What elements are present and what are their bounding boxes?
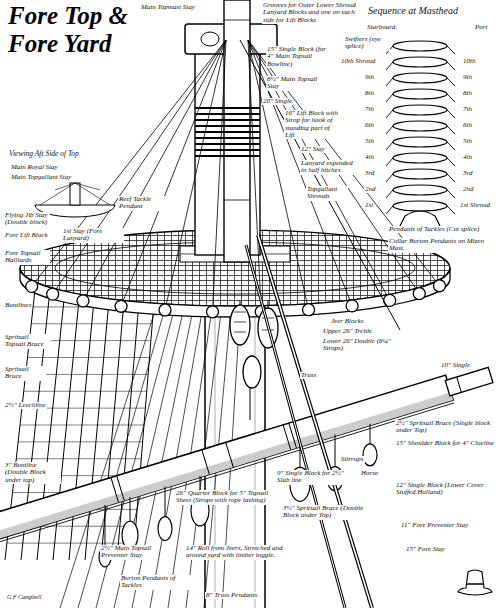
part-label: 1st Stay (Fore Lanyard) [62, 228, 124, 243]
shroud-number: 3rd [364, 170, 375, 177]
part-label: 15″ Single Block (for 4″ Main Topsail Bo… [266, 46, 332, 68]
shroud-number: 7th [364, 106, 375, 113]
shroud-number: 9th [462, 74, 473, 81]
part-label: 2½″ Leechline [4, 402, 47, 409]
part-label: 26″ Quarter Block for 5″ Topsail Sheet (… [175, 490, 272, 505]
shroud-number: 9th [364, 74, 375, 81]
part-label: Lower 26″ Double (8¼″ Strops) [322, 338, 406, 353]
part-label: 15″ Shoulder Block for 4″ Clueline [395, 440, 497, 447]
masthead-sequence [386, 41, 455, 226]
part-label: 3½″ Spritsail Brace (Double Block under … [282, 505, 372, 520]
masthead [185, 0, 277, 262]
fore-yard [0, 363, 495, 544]
side-label: Port [474, 24, 488, 31]
part-label: Pendants of Tackles (Cut splice) [388, 226, 492, 233]
part-label: Fore Lift Block [4, 232, 49, 239]
shroud-number: 7th [462, 106, 473, 113]
deadeyes [26, 40, 446, 318]
shroud-number: 8th [462, 90, 473, 97]
part-label: 3″ Buntline (Double Block under top) [4, 462, 61, 484]
part-label: 12″ Single Block (Lower Cover Stuffed Ho… [395, 482, 497, 497]
part-label: 11″ Fore Preventer Stay [400, 522, 494, 529]
part-label: Main Topmast Stay [140, 4, 196, 11]
shroud-number: 1st Shroud [459, 202, 497, 209]
part-label: Truss [300, 372, 317, 379]
part-label: 15″ Fore Stay [405, 546, 446, 553]
jeer-blocks [230, 300, 278, 420]
part-label: Stirrups [340, 456, 365, 463]
shroud-number: 4th [462, 154, 473, 161]
part-label: Buntlines [4, 302, 32, 309]
fore-stays [240, 40, 400, 608]
signature: G F Campbell [6, 594, 42, 600]
shroud-number: 2nd [364, 186, 377, 193]
shroud-number: 8th [364, 90, 375, 97]
part-label: Spritsail Brace [4, 366, 46, 381]
part-label: Horse [360, 470, 379, 477]
part-label: 9″ Single Block for 2½″ Slab line [276, 470, 358, 485]
part-label: Spritsail Topsail Brace [4, 334, 51, 349]
part-label: Main Topgallant Stay [10, 174, 72, 181]
part-label: Flying Jib Stay (Double block) [4, 212, 50, 227]
part-label: Collar Burton Pendants on Mizen Mast. [388, 238, 492, 253]
shroud-number: 6th [364, 122, 375, 129]
shroud-number: 4th [364, 154, 375, 161]
heading-label: Viewing Aft Side of Top [8, 150, 125, 158]
yard-blocks [99, 424, 377, 567]
part-label: 2½″ Main Topsail Preventer Stay [100, 545, 157, 560]
part-label: Fore Topsail Halliards [4, 250, 50, 265]
shroud-number: 10th Shroud [340, 58, 376, 65]
shroud-number: 2nd [462, 186, 475, 193]
part-label: Main Royal Stay [10, 164, 59, 171]
shroud-number: 5th [364, 138, 375, 145]
title: Fore Top & Fore Yard [8, 2, 143, 57]
side-label: Starboard. [366, 24, 398, 31]
shroud-number: 6th [462, 122, 473, 129]
part-label: Reef Tackle Pendant [118, 196, 170, 211]
part-label: Topgallant Shrouds [306, 186, 348, 201]
shroud-number: 3rd [462, 170, 473, 177]
part-label: 8½″ Main Topsail Stay [266, 76, 326, 91]
part-label: 2½″ Spritsail Brace (Single block under … [395, 420, 497, 435]
part-label: 16″ Lift Block with Strop for hook of st… [284, 110, 342, 139]
part-label: Grooves for Outer Lower Shroud Lanyard B… [262, 2, 362, 24]
part-label: Burton Pendants of Tackles [120, 575, 192, 590]
hat-icon [458, 570, 492, 595]
shroud-number: 1st [364, 202, 374, 209]
heading-label: Sequence at Masthead [367, 6, 497, 17]
part-label: Jeer Blocks [330, 318, 364, 325]
part-label: 8″ Truss Pendants [205, 592, 258, 599]
shroud-number: 5th [462, 138, 473, 145]
part-label: Upper 26″ Treble [322, 328, 373, 335]
shroud-number: 10th [462, 58, 476, 65]
part-label: Lanyard expended in half hitches [300, 160, 354, 175]
part-label: 20″ Single [262, 98, 293, 105]
part-label: 14″ Roll from Jeers, Stretched and aroun… [185, 545, 287, 560]
part-label: Swifters (eye splice) [344, 36, 390, 51]
part-label: 10″ Single [440, 362, 471, 369]
part-label: 12″ Stay [300, 146, 326, 153]
